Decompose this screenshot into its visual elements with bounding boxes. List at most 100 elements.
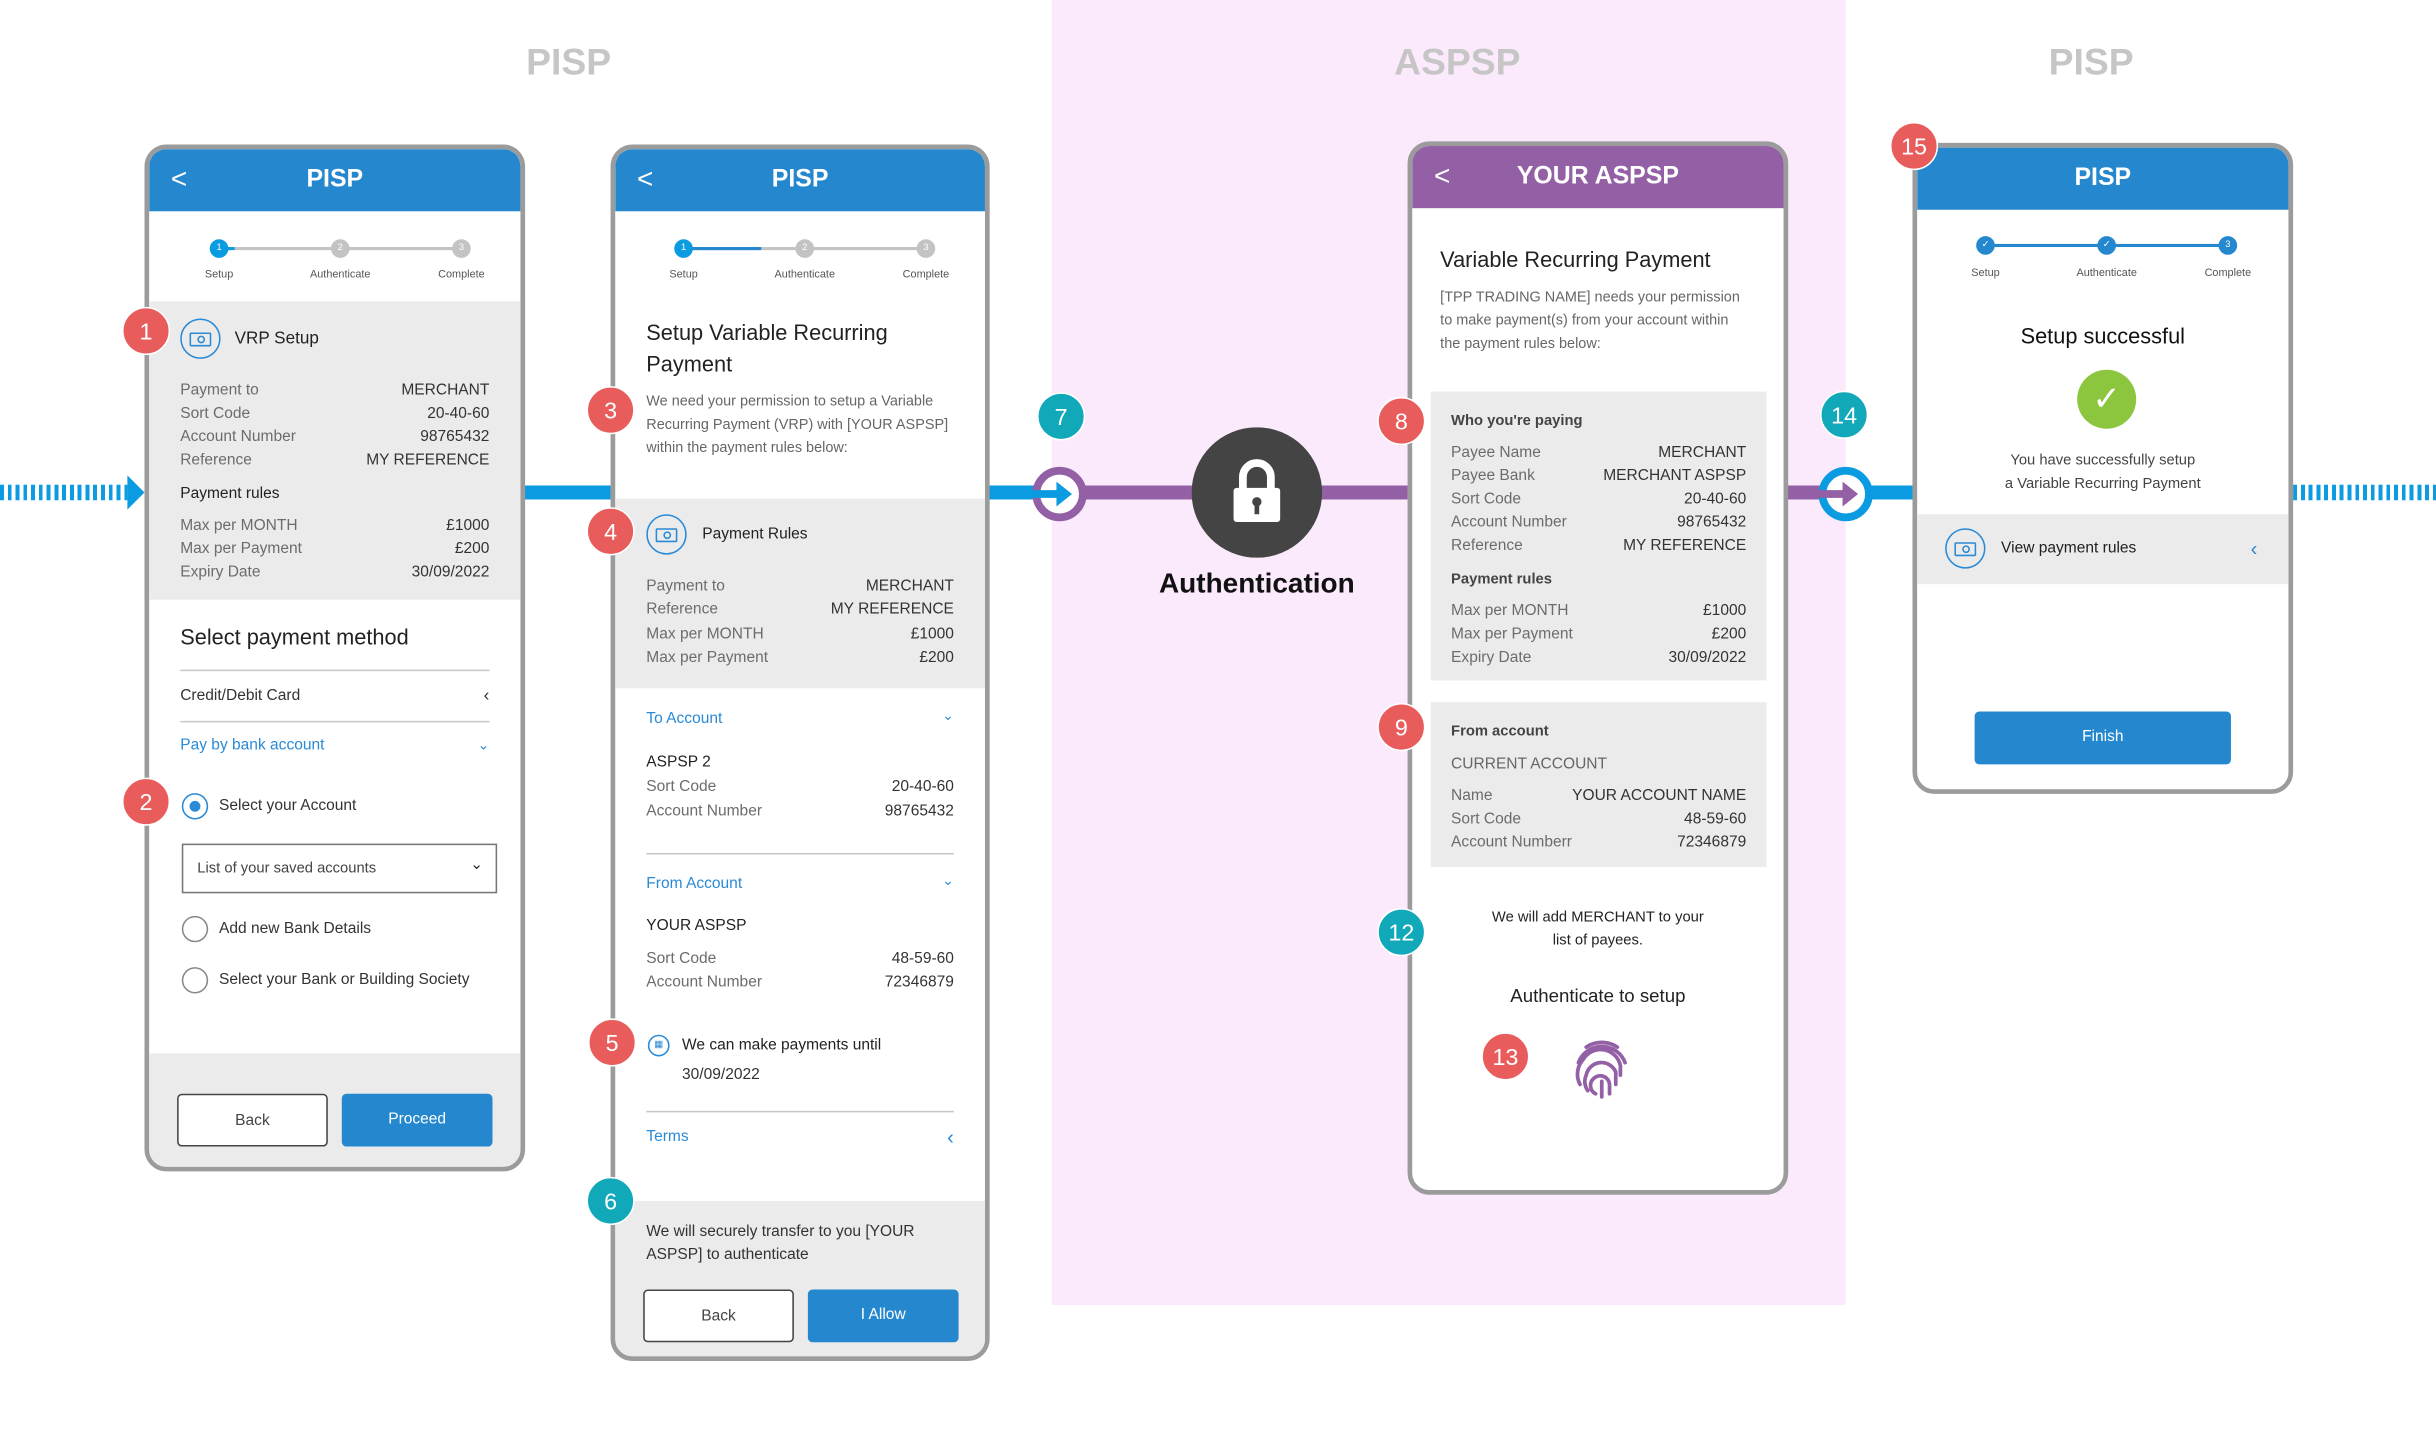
row-value: £1000 <box>446 517 490 535</box>
divider <box>646 1110 954 1113</box>
row-label: Expiry Date <box>180 563 261 582</box>
fingerprint-icon[interactable] <box>1571 1038 1633 1100</box>
chevron-left-icon[interactable]: ‹ <box>947 1125 954 1149</box>
terms-link[interactable]: Terms <box>646 1128 689 1146</box>
row-label: Sort Code <box>1451 490 1522 509</box>
transfer-text: We will securely transfer to you [YOUR <box>646 1223 915 1241</box>
to-account-toggle[interactable]: To Account <box>646 710 723 728</box>
intro-text: [TPP TRADING NAME] needs your permission <box>1440 288 1740 305</box>
back-chevron-icon[interactable]: < <box>636 163 654 195</box>
radio-add-bank[interactable] <box>181 915 209 943</box>
payment-rules-title: Payment rules <box>180 485 280 503</box>
radio-select-bank[interactable] <box>181 967 209 994</box>
account-type: CURRENT ACCOUNT <box>1451 755 1608 773</box>
row-value: 48-59-60 <box>891 950 954 968</box>
step-badge: 1 <box>121 306 171 355</box>
select-method-title: Select payment method <box>180 624 409 650</box>
message-line: a Variable Recurring Payment <box>2004 475 2201 493</box>
intro-text: Recurring Payment (VRP) with [YOUR ASPSP… <box>646 416 949 432</box>
step-badge: 5 <box>588 1018 637 1067</box>
dropdown-value: List of your saved accounts <box>197 859 377 878</box>
row-value: YOUR ACCOUNT NAME <box>1572 787 1747 805</box>
bank-option[interactable]: Pay by bank account <box>180 737 325 755</box>
step-badge: 2 <box>121 777 171 826</box>
row-label: Max per Payment <box>646 649 769 667</box>
step-label: Setup <box>669 269 698 281</box>
detail-row: Reference MY REFERENCE <box>180 451 489 473</box>
chevron-left-icon[interactable]: ‹ <box>2250 536 2258 561</box>
row-value: 98765432 <box>420 428 490 446</box>
until-text: We can make payments until <box>682 1037 882 1055</box>
saved-accounts-dropdown[interactable]: List of your saved accounts ⌄ <box>181 843 498 894</box>
step-label: Setup <box>204 269 234 281</box>
page-title-line1: Setup Variable Recurring <box>646 320 888 345</box>
zone-label-aspsp: ASPSP <box>1394 41 1521 84</box>
row-label: Sort Code <box>180 405 251 423</box>
calendar-icon: ▦ <box>647 1034 670 1057</box>
success-title: Setup successful <box>2020 323 2186 349</box>
finish-button[interactable]: Finish <box>1974 711 2231 765</box>
app-header: < PISP <box>149 149 521 212</box>
select-bank-label: Select your Bank or Building Society <box>219 971 470 989</box>
detail-row: Max per Payment£200 <box>1451 625 1746 647</box>
detail-row: Max per MONTH£1000 <box>180 516 489 538</box>
row-value: 98765432 <box>1677 514 1747 532</box>
money-icon <box>1945 528 1986 569</box>
view-rules-label[interactable]: View payment rules <box>2001 539 2137 557</box>
app-header: <PISP <box>615 149 985 212</box>
page-title: Variable Recurring Payment <box>1440 247 1711 272</box>
step-1: 1 <box>674 239 693 258</box>
view-rules-row[interactable]: View payment rules ‹ <box>1917 514 2289 585</box>
row-value: MY REFERENCE <box>830 601 954 619</box>
header-title: PISP <box>306 166 364 193</box>
row-value: 20-40-60 <box>427 405 490 423</box>
back-chevron-icon[interactable]: < <box>1433 160 1451 192</box>
message-line: You have successfully setup <box>2010 452 2196 470</box>
chevron-left-icon[interactable]: ‹ <box>483 686 490 706</box>
row-label: Reference <box>180 452 252 470</box>
chevron-down-icon[interactable]: ⌄ <box>477 737 490 753</box>
step-label: Complete <box>438 269 485 281</box>
step-2-check-icon: ✓ <box>2097 236 2117 255</box>
money-icon <box>646 514 687 555</box>
card-option[interactable]: Credit/Debit Card <box>180 687 301 705</box>
until-date: 30/09/2022 <box>682 1066 760 1084</box>
row-label: Account Number <box>646 803 763 821</box>
row-value: 20-40-60 <box>891 778 954 796</box>
redirect-arrow-icon <box>1031 466 1087 522</box>
back-button[interactable]: Back <box>643 1289 794 1343</box>
from-account-toggle[interactable]: From Account <box>646 875 743 893</box>
chevron-down-icon[interactable]: ⌄ <box>942 707 954 724</box>
divider <box>646 852 954 855</box>
intro-text: the payment rules below: <box>1440 335 1601 352</box>
intro-text: within the payment rules below: <box>646 439 848 456</box>
row-value: £200 <box>454 540 490 558</box>
app-header: <YOUR ASPSP <box>1412 146 1784 209</box>
chevron-down-icon[interactable]: ⌄ <box>942 872 954 888</box>
zone-label-pisp-2: PISP <box>2048 41 2134 84</box>
row-value: MY REFERENCE <box>366 452 490 470</box>
radio-select-account[interactable] <box>181 793 209 820</box>
row-label: Reference <box>1451 537 1523 555</box>
allow-button[interactable]: I Allow <box>807 1289 959 1343</box>
flow-line <box>523 485 611 500</box>
step-badge: 7 <box>1037 392 1086 441</box>
step-badge: 4 <box>586 507 635 556</box>
proceed-button[interactable]: Proceed <box>341 1093 493 1147</box>
from-account-name: YOUR ASPSP <box>646 917 747 935</box>
back-button[interactable]: Back <box>177 1093 328 1147</box>
row-value: MERCHANT ASPSP <box>1603 467 1747 485</box>
divider <box>180 720 490 723</box>
row-value: MERCHANT <box>1658 444 1747 462</box>
flow-arrow-icon <box>127 475 145 510</box>
back-chevron-icon[interactable]: < <box>170 163 188 195</box>
divider <box>180 669 490 672</box>
